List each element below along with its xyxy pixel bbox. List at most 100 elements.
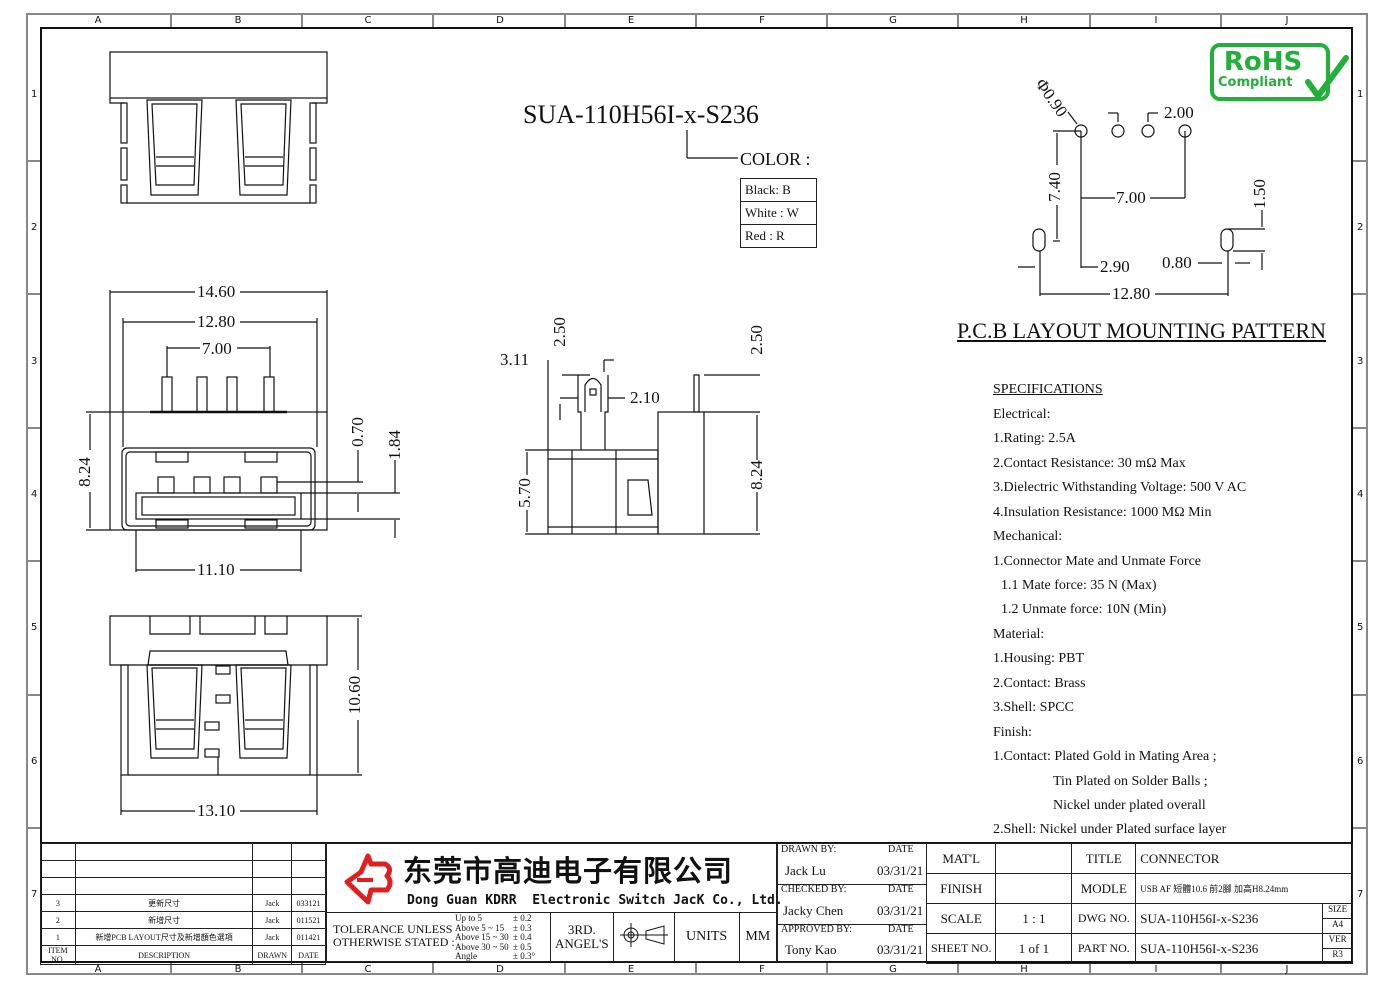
spec-line: 2.Shell: Nickel under Plated surface lay…	[993, 822, 1227, 837]
tol-range: Angle	[455, 951, 477, 961]
sheet-no-label: SHEET NO.	[925, 933, 997, 964]
dim-signal-span: 7.00	[1116, 188, 1146, 207]
tol-value: ± 0.3	[513, 922, 532, 933]
dim-body-height: 5.70	[514, 478, 534, 508]
scale-value: 1 : 1	[995, 903, 1073, 934]
zone-number: 3	[31, 356, 38, 367]
revision-date: 033121	[291, 894, 326, 912]
tolerance-label-line: TOLERANCE UNLESS	[333, 922, 453, 936]
spec-line: 3.Shell: SPCC	[993, 700, 1074, 715]
revision-drawn: Jack	[252, 894, 293, 912]
company-block: 东莞市高迪电子有限公司 Dong Guan KDRR Electronic Sw…	[326, 843, 783, 913]
zone-letter: E	[627, 15, 635, 26]
matl-value	[995, 843, 1073, 874]
tolerance-label: TOLERANCE UNLESS OTHERWISE STATED :	[333, 923, 455, 949]
revision-header: ITEM NO. DESCRIPTION DRAWN DATE	[40, 945, 326, 965]
ver-label: VER	[1323, 934, 1352, 949]
revision-drawn: Jack	[252, 911, 293, 929]
zone-number: 1	[1357, 89, 1364, 100]
dwg-no-label: DWG NO.	[1071, 903, 1137, 934]
dim-width: 13.10	[197, 801, 236, 820]
revision-row: 1 新增PCB LAYOUT尺寸及新增顏色選項 Jack 011421	[40, 928, 326, 946]
revision-row: 2 新增尺寸 Jack 011521	[40, 911, 326, 929]
zone-letter: D	[496, 15, 504, 26]
dim-pin-length-right: 2.50	[746, 325, 766, 355]
color-label: COLOR :	[740, 149, 811, 169]
spec-line: 1.1 Mate force: 35 N (Max)	[1001, 578, 1157, 593]
revision-item: 2	[40, 911, 76, 929]
dim-tongue-offset: 0.70	[347, 417, 367, 447]
title-block: MAT'L TITLE CONNECTOR FINISH MODLE USB A…	[925, 843, 1353, 964]
spec-line: 1.Rating: 2.5A	[993, 431, 1076, 446]
dim-pin-span-inner: 7.00	[202, 339, 232, 358]
dim-slot-span: 12.80	[1112, 284, 1151, 303]
zone-letter: A	[94, 15, 102, 26]
title-label: TITLE	[1071, 843, 1137, 874]
revision-drawn: Jack	[252, 928, 293, 946]
zone-letter: H	[1020, 964, 1028, 975]
projection-line: ANGEL'S	[555, 936, 609, 951]
tol-range: Above 5 ~ 15	[455, 922, 505, 933]
zone-letter: F	[759, 15, 765, 26]
spec-line: 2.Contact Resistance: 30 mΩ Max	[993, 456, 1186, 471]
zone-letter: B	[234, 15, 242, 26]
zone-letter: F	[759, 964, 765, 975]
rohs-badge: RoHS Compliant	[1210, 43, 1330, 101]
approved-date: 03/31/21	[877, 942, 924, 957]
zone-letter: H	[1020, 15, 1028, 26]
tol-value: ± 0.4	[513, 932, 532, 942]
spec-line: Finish:	[993, 725, 1032, 740]
zone-letter: C	[364, 964, 372, 975]
tol-value: ± 0.3°	[513, 951, 536, 961]
revision-table: 3 更新尺寸 Jack 033121 2 新增尺寸 Jack 011521 1 …	[40, 843, 326, 965]
revision-row: 3 更新尺寸 Jack 033121	[40, 894, 326, 912]
spec-line: 3.Dielectric Withstanding Voltage: 500 V…	[993, 480, 1247, 495]
checked-date: 03/31/21	[877, 903, 924, 918]
side-view	[525, 359, 760, 535]
zone-number: 6	[31, 756, 38, 767]
company-name-en: Dong Guan KDRR Electronic Switch JacK Co…	[407, 893, 783, 908]
projection-line: 3RD.	[567, 922, 596, 937]
dim-height: 8.24	[74, 457, 94, 487]
zone-number: 5	[1357, 622, 1364, 633]
dim-pin-length-left: 2.50	[549, 317, 569, 347]
rohs-subtitle: Compliant	[1218, 75, 1293, 90]
spec-line: 1.Housing: PBT	[993, 651, 1085, 666]
zone-letter: J	[1285, 15, 1289, 26]
tol-value: ± 0.5	[513, 941, 532, 952]
sheet-no-value: 1 of 1	[995, 933, 1073, 964]
part-number-title: SUA-110H56I-x-S236	[523, 100, 759, 129]
dim-slot-width: 0.80	[1162, 253, 1192, 272]
zone-letter: C	[364, 15, 372, 26]
dim-depth: 10.60	[345, 675, 365, 715]
part-no-label: PART NO.	[1071, 933, 1137, 964]
header-description: DESCRIPTION	[74, 945, 254, 965]
dim-pin-offset: 3.11	[500, 350, 530, 369]
outer-frame	[26, 13, 1368, 975]
spec-line: Mechanical:	[993, 529, 1063, 544]
zone-number: 5	[31, 622, 38, 633]
spec-line: 1.Contact: Plated Gold in Mating Area ;	[993, 749, 1217, 764]
dim-row-offset: 7.40	[1044, 172, 1064, 202]
dim-overall-width: 14.60	[197, 282, 236, 301]
size-label: SIZE	[1323, 904, 1352, 919]
part-no-value: SUA-110H56I-x-S236	[1135, 933, 1324, 964]
dim-pin-pitch: 2.00	[1164, 103, 1194, 122]
header-item-no: ITEM NO.	[40, 945, 76, 965]
revision-item: 1	[40, 928, 76, 946]
units-label: UNITS	[673, 912, 740, 962]
zone-letter: D	[496, 964, 504, 975]
tolerance-block: TOLERANCE UNLESS OTHERWISE STATED : Up t…	[326, 912, 778, 962]
header-drawn: DRAWN	[252, 945, 293, 965]
date-label: DATE	[888, 884, 914, 895]
revision-date: 011421	[291, 928, 326, 946]
dim-pin-width: 2.10	[630, 388, 660, 407]
model-label: MODLE	[1071, 873, 1137, 904]
third-angle-projection-icon	[612, 912, 675, 962]
tolerance-label-line: OTHERWISE STATED :	[333, 935, 455, 949]
dim-slot-length: 1.50	[1249, 179, 1269, 209]
date-label: DATE	[888, 924, 914, 935]
pcb-layout-title: P.C.B LAYOUT MOUNTING PATTERN	[957, 318, 1326, 343]
spec-line: Tin Plated on Solder Balls ;	[1053, 774, 1208, 789]
